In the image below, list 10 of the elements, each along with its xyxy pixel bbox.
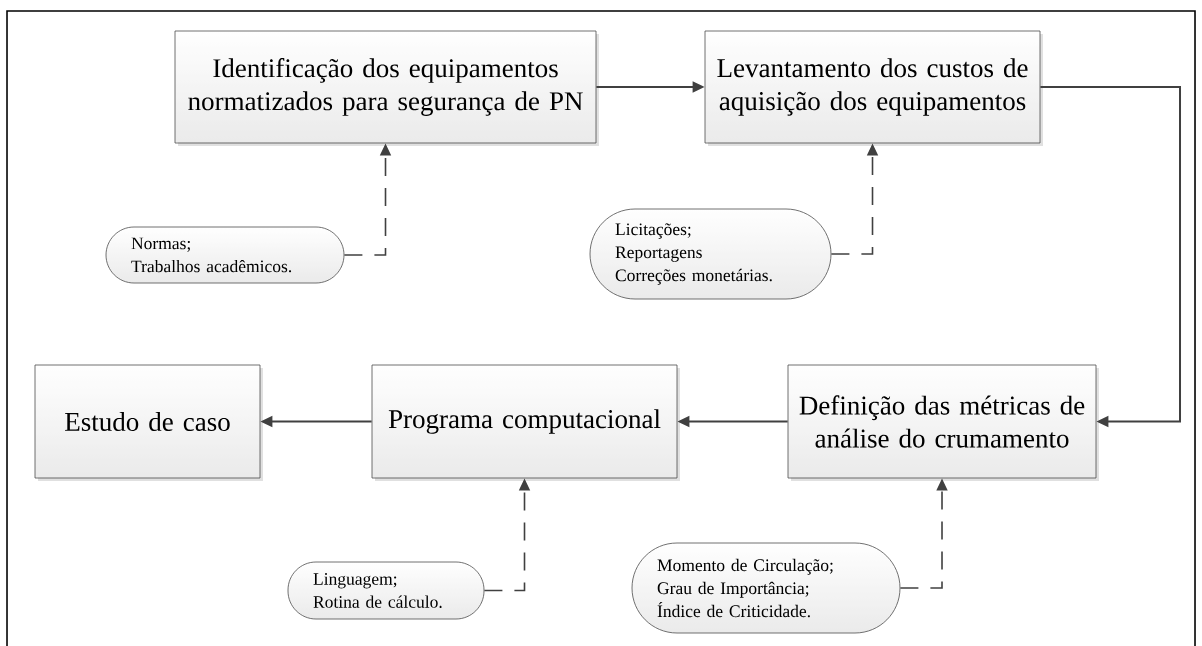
process-box: Levantamento dos custos de aquisição dos equipamentos xyxy=(704,30,1043,146)
input-pill: Momento de Circulação; Grau de Importância; Índice de Criticidade. xyxy=(631,542,901,634)
process-box: Estudo de caso xyxy=(34,364,263,481)
arrow xyxy=(1039,86,1181,428)
process-box: Identificação dos equipamentos normatizados para segurança de PN xyxy=(174,30,599,146)
input-pill: Linguagem; Rotina de cálculo. xyxy=(287,561,485,620)
process-box: Definição das métricas de análise do crumamento xyxy=(787,364,1099,481)
input-pill: Normas; Trabalhos acadêmicos. xyxy=(105,226,345,284)
input-pill: Licitações; Reportagens Correções monetárias. xyxy=(589,208,832,300)
process-box: Programa computacional xyxy=(371,364,680,481)
